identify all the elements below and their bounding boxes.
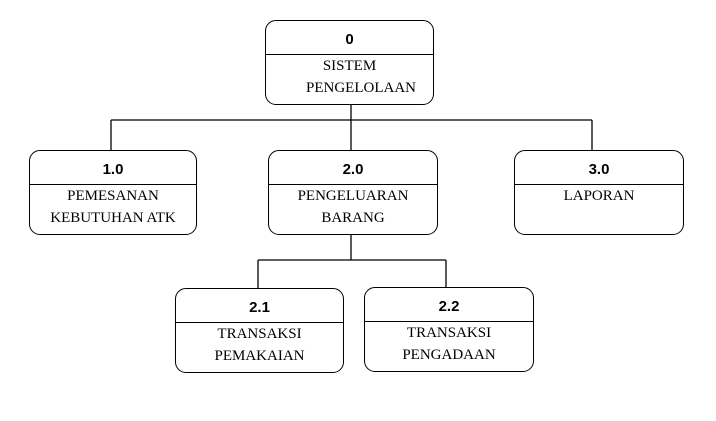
node-divider — [266, 54, 433, 55]
node-label: LAPORAN — [563, 188, 635, 204]
node-3-0-laporan: 3.0 LAPORAN — [514, 150, 684, 235]
node-2-2-transaksi-pengadaan: 2.2 TRANSAKSI PENGADAAN — [364, 287, 534, 372]
node-divider — [365, 321, 533, 322]
node-divider — [30, 184, 196, 185]
node-2-1-transaksi-pemakaian: 2.1 TRANSAKSI PEMAKAIAN — [175, 288, 344, 373]
node-label: TRANSAKSI PEMAKAIAN — [214, 326, 305, 364]
node-id: 1.0 — [102, 161, 124, 178]
node-id: 2.0 — [342, 161, 364, 178]
node-divider — [269, 184, 437, 185]
node-label: TRANSAKSI PENGADAAN — [402, 325, 496, 363]
node-2-0-pengeluaran-barang: 2.0 PENGELUARAN BARANG — [268, 150, 438, 235]
node-1-0-pemesanan: 1.0 PEMESANAN KEBUTUHAN ATK — [29, 150, 197, 235]
node-id: 3.0 — [588, 161, 610, 178]
node-label: PENGELUARAN BARANG — [297, 188, 409, 226]
node-divider — [176, 322, 343, 323]
node-0-sistem-pengelolaan: 0 SISTEM PENGELOLAAN — [265, 20, 434, 105]
node-label: SISTEM PENGELOLAAN — [306, 58, 416, 96]
node-id: 2.2 — [438, 298, 460, 315]
node-divider — [515, 184, 683, 185]
node-label: PEMESANAN KEBUTUHAN ATK — [50, 188, 176, 226]
node-id: 0 — [345, 31, 354, 48]
node-id: 2.1 — [249, 299, 270, 316]
